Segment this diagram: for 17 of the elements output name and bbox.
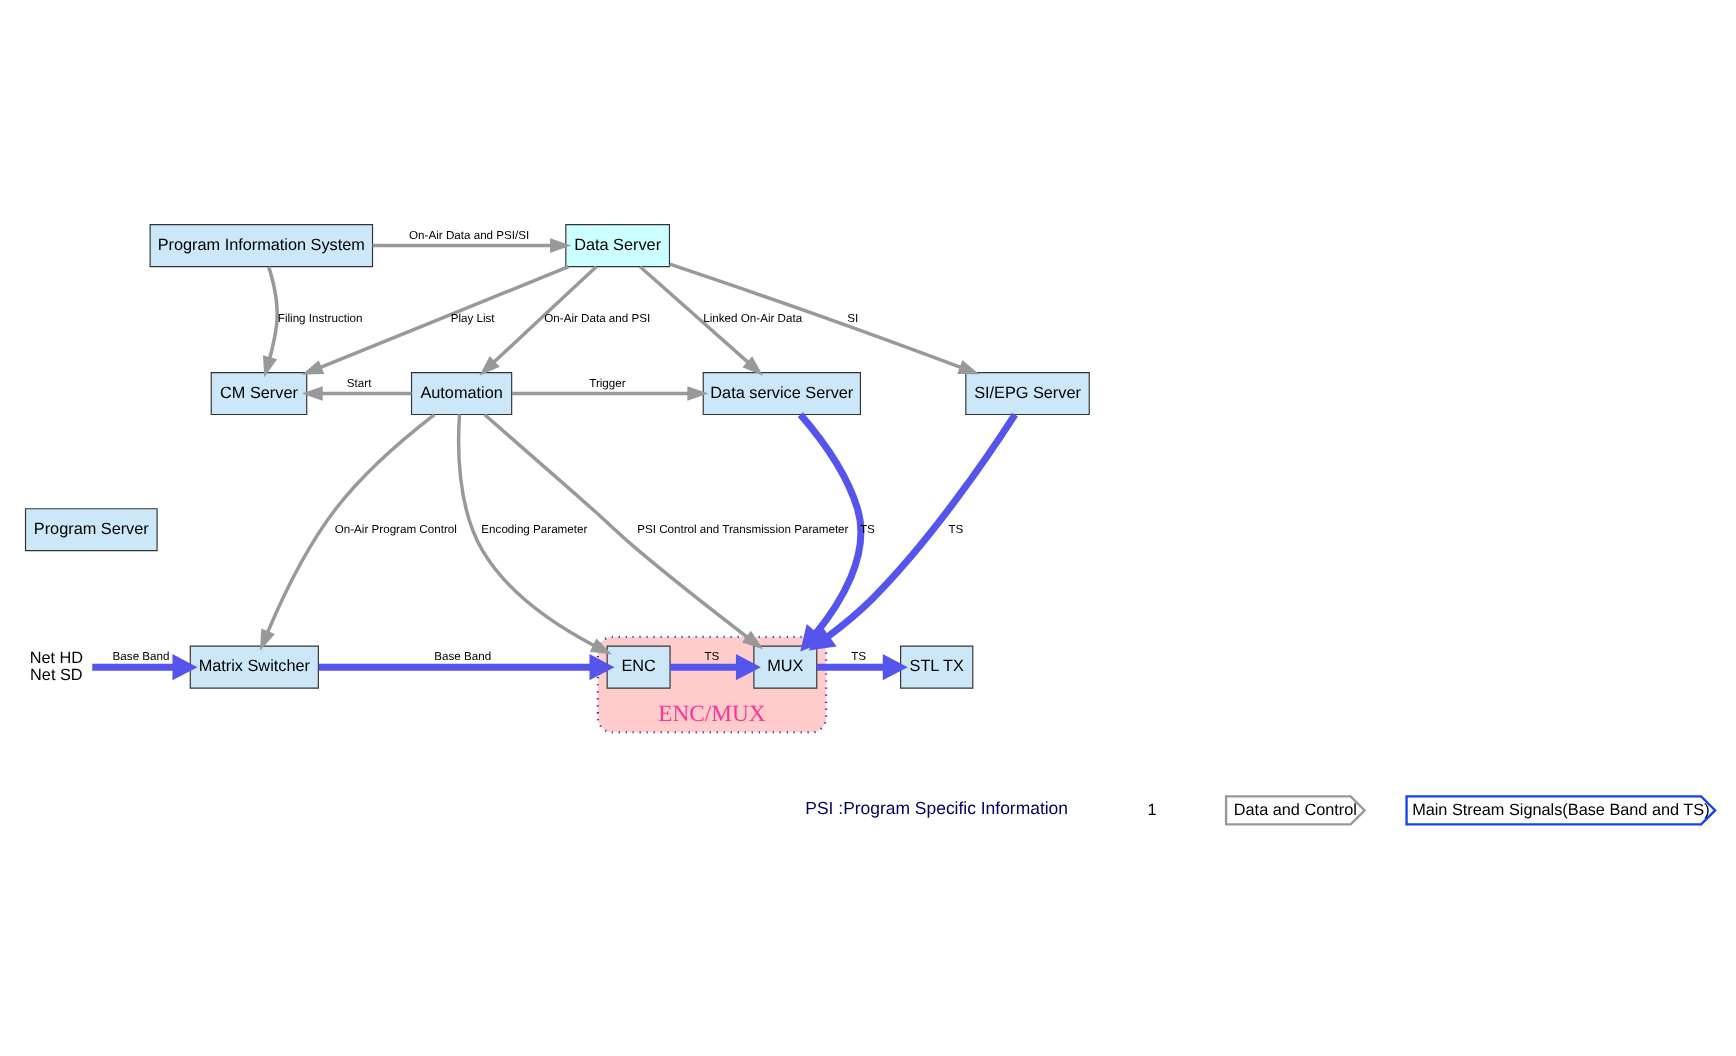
arrow xyxy=(670,654,761,681)
arrow xyxy=(512,386,709,401)
arrow xyxy=(638,265,764,376)
arrow xyxy=(301,386,412,401)
arrow xyxy=(808,412,1018,651)
arrow xyxy=(372,238,572,253)
arrow xyxy=(92,654,198,681)
arrow xyxy=(483,413,764,650)
label: PSI :Program Specific Information xyxy=(805,798,1069,819)
arrow xyxy=(817,654,908,681)
arrow xyxy=(669,262,980,375)
arrow xyxy=(302,265,570,375)
arrow xyxy=(318,654,615,681)
arrow xyxy=(263,266,279,378)
arrow xyxy=(479,265,598,376)
arrow xyxy=(260,413,436,651)
arrow xyxy=(456,414,612,655)
